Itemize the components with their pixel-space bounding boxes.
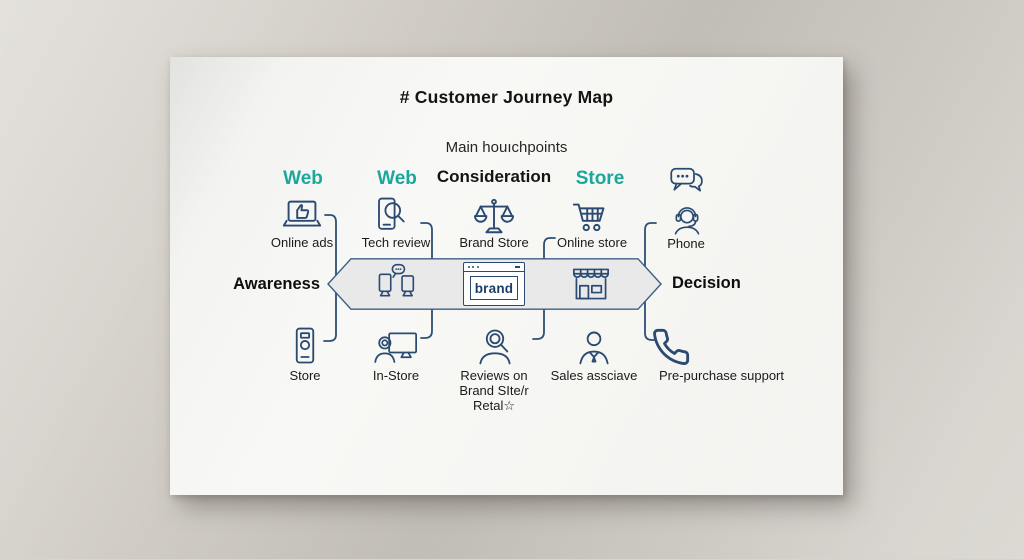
page-subtitle: Main houıchpoints <box>445 139 568 156</box>
laptop-thumbs-up-icon <box>279 197 325 235</box>
shopping-cart-icon <box>569 198 615 236</box>
balance-scales-icon <box>471 197 517 237</box>
label-online-ads: Online ads <box>270 235 334 250</box>
stage-awareness: Awareness <box>233 275 320 293</box>
label-store-bottom: Store <box>289 368 321 383</box>
label-online-store: Online store <box>556 235 628 250</box>
brand-text: brand <box>470 276 518 300</box>
phone-handset-icon <box>651 327 691 367</box>
kiosk-displays-chat-icon <box>373 261 423 307</box>
label-pre-purchase-support: Pre-purchase support <box>658 368 784 383</box>
sales-person-icon <box>572 327 616 367</box>
browser-dots-icon <box>468 265 479 268</box>
label-reviews-line3: Retal☆ <box>472 398 515 413</box>
browser-title-bar <box>464 263 524 272</box>
header-store: Store <box>575 168 625 189</box>
browser-brand-icon: brand <box>463 262 525 306</box>
label-sales-associate: Sales assciave <box>550 368 638 383</box>
label-in-store: In-Store <box>372 368 420 383</box>
label-tech-review: Tech review <box>361 235 431 250</box>
chat-bubbles-icon <box>666 163 708 199</box>
person-magnifier-icon <box>473 325 517 367</box>
label-reviews: Reviews on Brand SIte/r Retal☆ <box>429 368 559 413</box>
storefront-icon <box>567 263 615 305</box>
page-title: # Customer Journey Map <box>399 87 614 107</box>
stage-decision: Decision <box>672 274 741 292</box>
phone-search-icon <box>368 195 412 237</box>
browser-minimize-icon <box>515 266 520 268</box>
journey-map-card: # Customer Journey Map Main houıchpoints… <box>170 57 843 495</box>
label-brand-store: Brand Store <box>459 235 529 250</box>
header-web-1: Web <box>283 168 323 189</box>
label-reviews-line1: Reviews on <box>460 368 528 383</box>
label-phone: Phone <box>667 236 705 251</box>
header-consideration: Consideration <box>436 167 552 186</box>
person-monitor-icon <box>372 329 422 369</box>
kiosk-phone-icon <box>283 325 327 367</box>
headset-agent-icon <box>667 201 707 237</box>
label-reviews-line2: Brand SIte/r <box>459 383 529 398</box>
header-web-2: Web <box>377 168 417 189</box>
journey-arrow-band: brand <box>327 258 662 310</box>
